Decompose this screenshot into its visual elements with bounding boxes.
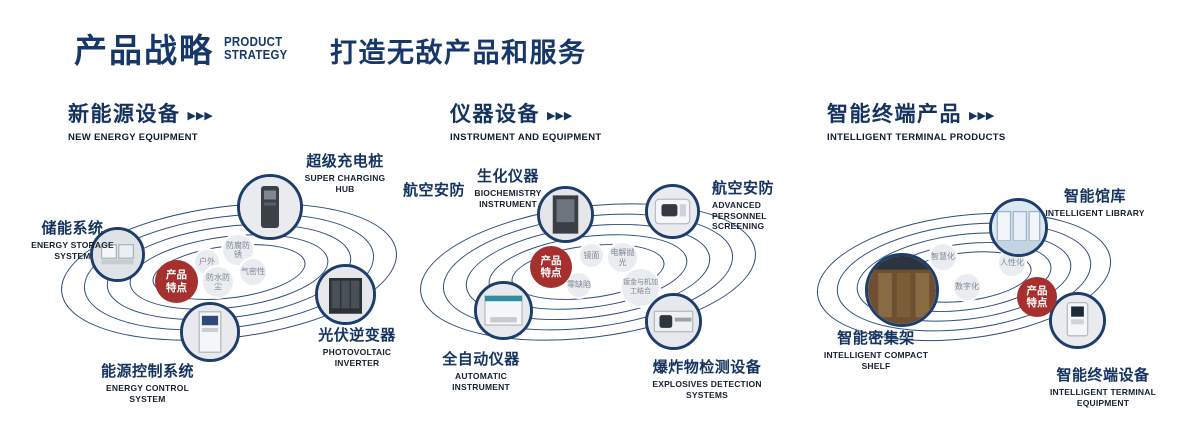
feature-bubble: 智慧化: [928, 242, 958, 272]
energy-storage-image: [93, 230, 142, 279]
page-subtitle: 打造无敌产品和服务: [330, 38, 587, 68]
photovoltaic-inverter-image: [318, 267, 373, 322]
page-title: 产品战略: [74, 32, 214, 69]
label-intelligent-library: 智能馆库 INTELLIGENT LIBRARY: [1045, 188, 1145, 218]
feature-bubble: 镜面: [578, 242, 605, 269]
biochemistry-instrument-photo: [537, 186, 594, 243]
section-title-en: NEW ENERGY EQUIPMENT: [68, 132, 198, 143]
triple-chevron-icon: ▶▶▶: [187, 110, 213, 122]
product-features-badge: 产品特点: [1017, 277, 1057, 317]
photovoltaic-inverter-photo: [315, 264, 376, 325]
label-photovoltaic-inverter: 光伏逆变器 PHOTOVOLTAIC INVERTER: [318, 327, 396, 368]
section-title-intelligent-terminals: 智能终端产品 ▶▶▶ INTELLIGENT TERMINAL PRODUCTS: [827, 98, 1005, 143]
section-title-cn: 新能源设备: [68, 103, 181, 126]
page-title-en: PRODUCT STRATEGY: [224, 35, 288, 61]
feature-bubble: 气密性: [238, 257, 268, 287]
section-title-new-energy: 新能源设备 ▶▶▶ NEW ENERGY EQUIPMENT: [68, 98, 213, 143]
label-super-charging-hub: 超级充电桩 SUPER CHARGING HUB: [304, 153, 386, 194]
section-title-cn: 仪器设备: [450, 103, 540, 126]
compact-shelf-image: [868, 256, 936, 324]
intelligent-library-photo: [989, 198, 1048, 257]
feature-bubble: 电解抛光: [606, 241, 639, 274]
intelligent-terminal-photo: [1049, 292, 1106, 349]
intelligent-library-image: [992, 201, 1045, 254]
section-title-instruments: 仪器设备 ▶▶▶ INSTRUMENT AND EQUIPMENT: [450, 98, 601, 143]
label-energy-storage-system: 储能系统 ENERGY STORAGE SYSTEM: [31, 220, 114, 261]
label-biochemistry-instrument: 生化仪器 BIOCHEMISTRY INSTRUMENT: [474, 168, 542, 209]
biochemistry-instrument-image: [540, 189, 591, 240]
section-title-cn: 智能终端产品: [827, 103, 962, 126]
feature-bubble: 防水防尘: [201, 265, 235, 299]
automatic-instrument-photo: [474, 281, 533, 340]
label-aviation-security-side: 航空安防: [403, 182, 466, 199]
explosives-detection-image: [648, 296, 699, 347]
super-charging-hub-image: [240, 177, 300, 237]
label-automatic-instrument: 全自动仪器 AUTOMATIC INSTRUMENT: [442, 351, 520, 392]
label-intelligent-terminal-equipment: 智能终端设备 INTELLIGENT TERMINAL EQUIPMENT: [1050, 367, 1156, 408]
section-title-en: INSTRUMENT AND EQUIPMENT: [450, 132, 602, 143]
personnel-screening-image: [648, 187, 697, 236]
label-explosives-detection: 爆炸物检测设备 EXPLOSIVES DETECTION SYSTEMS: [652, 359, 762, 400]
product-features-badge: 产品特点: [530, 246, 572, 288]
page-title-en-line2: STRATEGY: [224, 47, 288, 62]
energy-storage-photo: [90, 227, 145, 282]
label-compact-shelf: 智能密集架 INTELLIGENT COMPACT SHELF: [823, 330, 929, 371]
intelligent-terminal-image: [1052, 295, 1103, 346]
personnel-screening-photo: [645, 184, 700, 239]
page-title-en-line1: PRODUCT: [224, 34, 283, 49]
label-energy-control-system: 能源控制系统 ENERGY CONTROL SYSTEM: [100, 363, 194, 404]
label-aviation-security: 航空安防 ADVANCED PERSONNEL SCREENING: [712, 180, 775, 232]
energy-control-photo: [180, 302, 240, 362]
triple-chevron-icon: ▶▶▶: [969, 110, 995, 122]
feature-bubble: 钣金与机加工结合: [620, 267, 661, 308]
product-features-badge: 产品特点: [155, 260, 198, 303]
feature-bubble: 数字化: [952, 272, 982, 302]
section-title-en: INTELLIGENT TERMINAL PRODUCTS: [827, 132, 1006, 143]
compact-shelf-photo: [865, 253, 939, 327]
automatic-instrument-image: [477, 284, 530, 337]
explosives-detection-photo: [645, 293, 702, 350]
energy-control-image: [183, 305, 237, 359]
triple-chevron-icon: ▶▶▶: [547, 110, 573, 122]
super-charging-hub-photo: [237, 174, 303, 240]
